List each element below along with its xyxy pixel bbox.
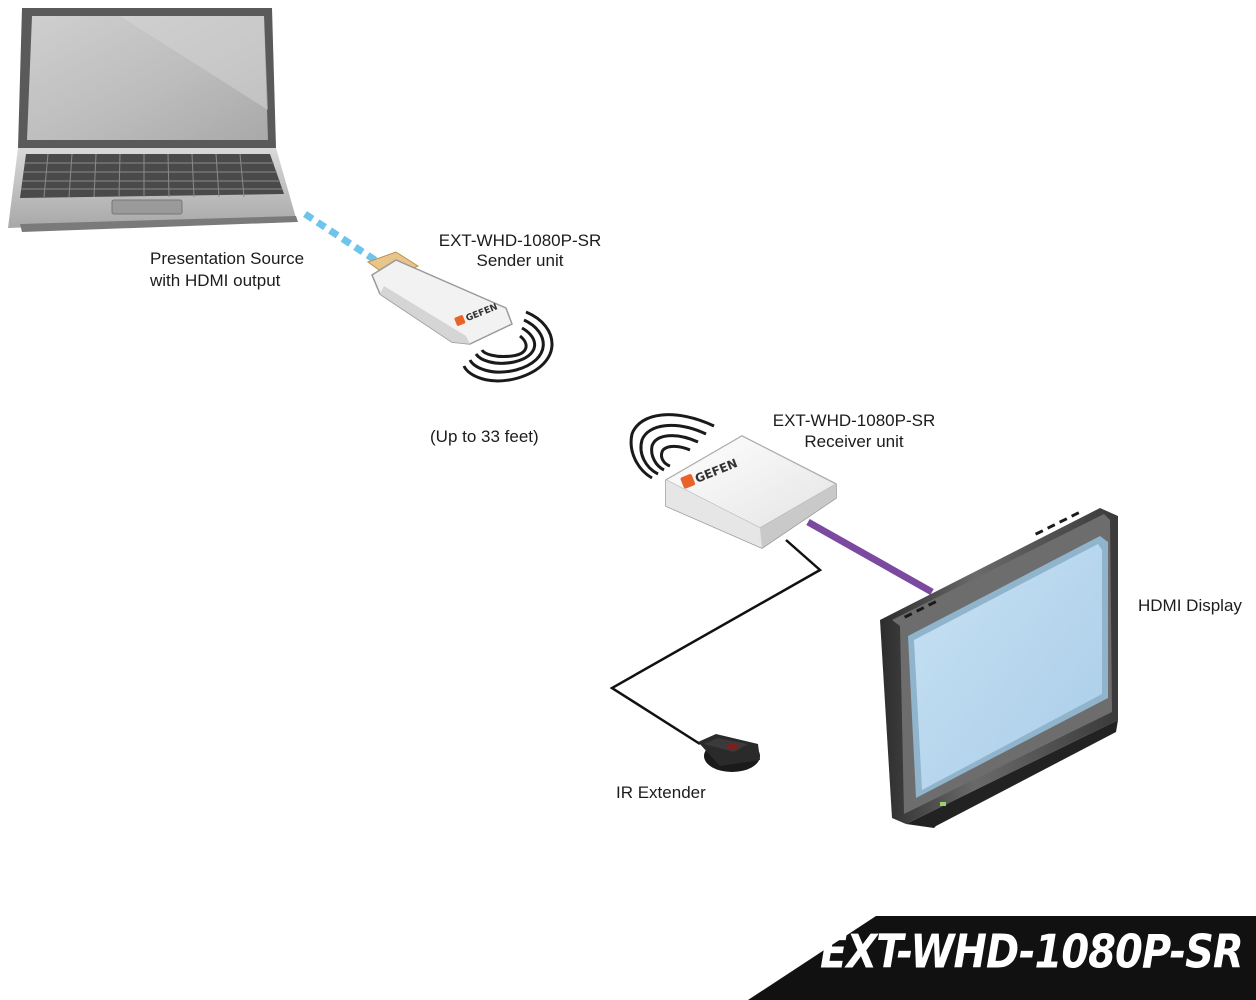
ir-extender-label: IR Extender: [616, 783, 706, 802]
distance-label: (Up to 33 feet): [430, 427, 539, 446]
banner-title: EXT-WHD-1080P-SR: [820, 926, 1244, 979]
receiver-label-line1: EXT-WHD-1080P-SR: [772, 411, 936, 430]
receiver-label-line2: Receiver unit: [804, 432, 904, 451]
sender-dongle-icon: GEFEN: [366, 251, 513, 345]
source-label-line2: with HDMI output: [150, 271, 281, 290]
receiver-box-icon: GEFEN: [664, 435, 838, 549]
hdmi-display-icon: [880, 508, 1118, 828]
ir-extender-icon: [698, 734, 760, 772]
wireless-waves-icon: [462, 310, 554, 383]
wireless-link: [303, 211, 380, 265]
laptop-icon: [8, 8, 298, 232]
source-label-line1: Presentation Source: [150, 249, 305, 268]
wireless-waves-icon: [629, 413, 715, 480]
title-banner: [748, 916, 1256, 1000]
display-label: HDMI Display: [1138, 596, 1242, 615]
hdmi-cable: [806, 518, 934, 596]
sender-label-line2: Sender unit: [476, 251, 564, 270]
ir-cable: [609, 539, 823, 746]
sender-label-line1: EXT-WHD-1080P-SR: [438, 231, 602, 250]
